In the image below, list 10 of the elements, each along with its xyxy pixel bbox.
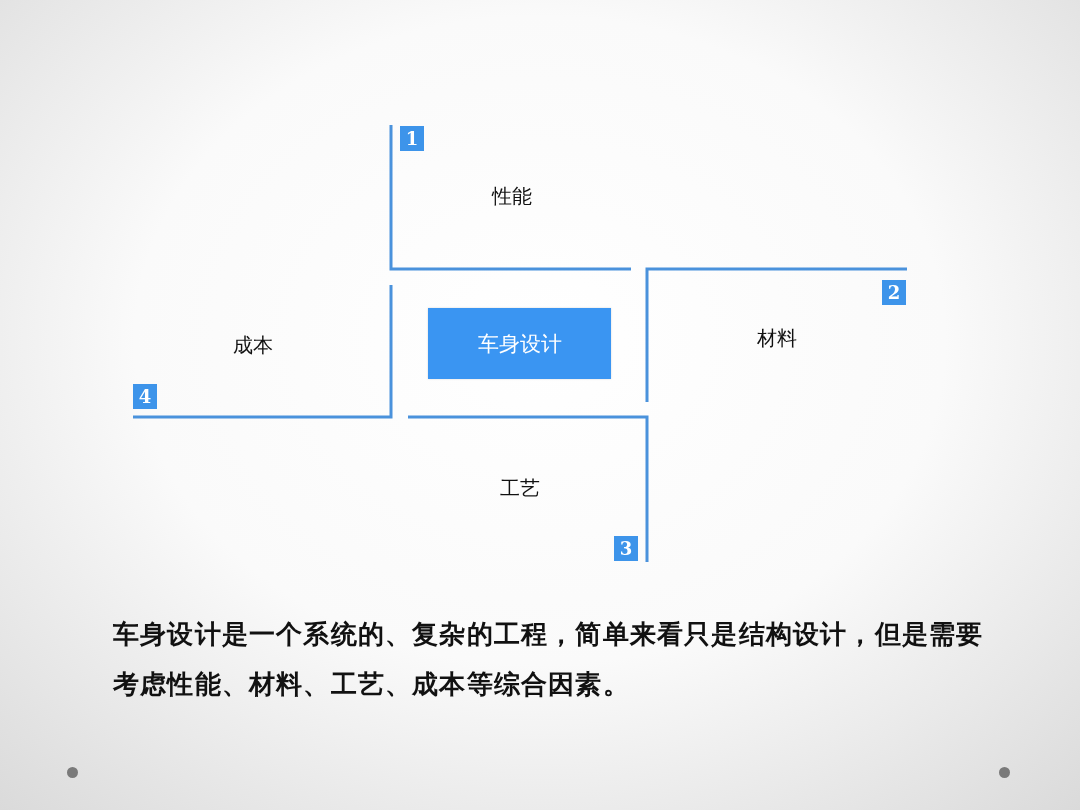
number-badge: 4 (133, 384, 157, 409)
number-badge: 2 (882, 280, 906, 305)
caption-text: 车身设计是一个系统的、复杂的工程，简单来看只是结构设计，但是需要考虑性能、材料、工艺、成本等综合因素。 (113, 618, 985, 701)
topic-label: 性能 (492, 184, 532, 208)
topic-label: 材料 (757, 326, 797, 350)
topic-label: 工艺 (500, 476, 540, 500)
topic-label: 成本 (233, 333, 273, 357)
number-badge: 1 (400, 126, 424, 151)
number-badge: 3 (614, 536, 638, 561)
topic-box: 车身设计 (428, 308, 611, 379)
